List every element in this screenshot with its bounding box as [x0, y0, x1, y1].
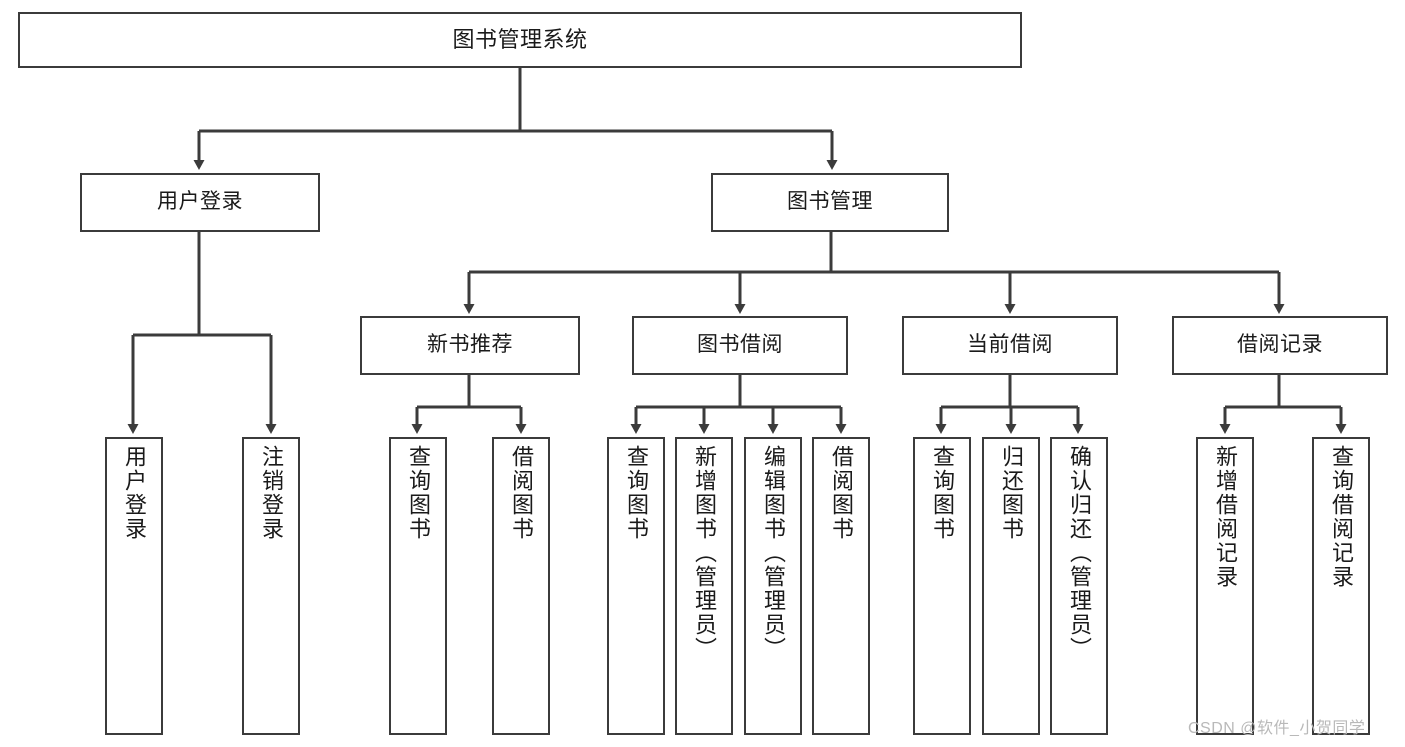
- leaf-user-login-label: 用户登录: [122, 445, 147, 541]
- node-borrow-record-label: 借阅记录: [1237, 333, 1323, 357]
- node-book-management-label: 图书管理: [787, 190, 873, 214]
- leaf-query-book-recommend[interactable]: 查询图书: [389, 437, 447, 735]
- leaf-edit-book-admin[interactable]: 编辑图书（管理员）: [744, 437, 802, 735]
- leaf-logout[interactable]: 注销登录: [242, 437, 300, 735]
- leaf-query-book-recommend-label: 查询图书: [406, 445, 431, 541]
- node-borrow-record[interactable]: 借阅记录: [1172, 316, 1388, 375]
- leaf-user-login[interactable]: 用户登录: [105, 437, 163, 735]
- leaf-confirm-return-admin[interactable]: 确认归还（管理员）: [1050, 437, 1108, 735]
- node-user-login-label: 用户登录: [157, 190, 243, 214]
- leaf-edit-book-admin-label: 编辑图书（管理员）: [761, 445, 786, 661]
- node-root-label: 图书管理系统: [452, 27, 588, 53]
- leaf-query-book-borrow[interactable]: 查询图书: [607, 437, 665, 735]
- leaf-logout-label: 注销登录: [259, 445, 284, 541]
- node-book-management[interactable]: 图书管理: [711, 173, 949, 232]
- leaf-borrow-book-recommend[interactable]: 借阅图书: [492, 437, 550, 735]
- node-book-borrow-label: 图书借阅: [697, 333, 783, 357]
- leaf-borrow-book-label: 借阅图书: [829, 445, 854, 541]
- node-user-login[interactable]: 用户登录: [80, 173, 320, 232]
- leaf-query-borrow-record[interactable]: 查询借阅记录: [1312, 437, 1370, 735]
- node-current-borrow[interactable]: 当前借阅: [902, 316, 1118, 375]
- node-root[interactable]: 图书管理系统: [18, 12, 1022, 68]
- node-current-borrow-label: 当前借阅: [967, 333, 1053, 357]
- leaf-confirm-return-admin-label: 确认归还（管理员）: [1067, 445, 1092, 661]
- leaf-query-book-current-label: 查询图书: [930, 445, 955, 541]
- leaf-add-book-admin[interactable]: 新增图书（管理员）: [675, 437, 733, 735]
- node-new-book-recommend-label: 新书推荐: [427, 333, 513, 357]
- leaf-add-borrow-record[interactable]: 新增借阅记录: [1196, 437, 1254, 735]
- node-book-borrow[interactable]: 图书借阅: [632, 316, 848, 375]
- leaf-borrow-book[interactable]: 借阅图书: [812, 437, 870, 735]
- leaf-borrow-book-recommend-label: 借阅图书: [509, 445, 534, 541]
- leaf-return-book[interactable]: 归还图书: [982, 437, 1040, 735]
- csdn-watermark: CSDN @软件_小贺同学: [1188, 720, 1366, 737]
- leaf-add-book-admin-label: 新增图书（管理员）: [692, 445, 717, 661]
- leaf-add-borrow-record-label: 新增借阅记录: [1213, 445, 1238, 589]
- leaf-return-book-label: 归还图书: [999, 445, 1024, 541]
- node-new-book-recommend[interactable]: 新书推荐: [360, 316, 580, 375]
- leaf-query-book-borrow-label: 查询图书: [624, 445, 649, 541]
- leaf-query-borrow-record-label: 查询借阅记录: [1329, 445, 1354, 589]
- leaf-query-book-current[interactable]: 查询图书: [913, 437, 971, 735]
